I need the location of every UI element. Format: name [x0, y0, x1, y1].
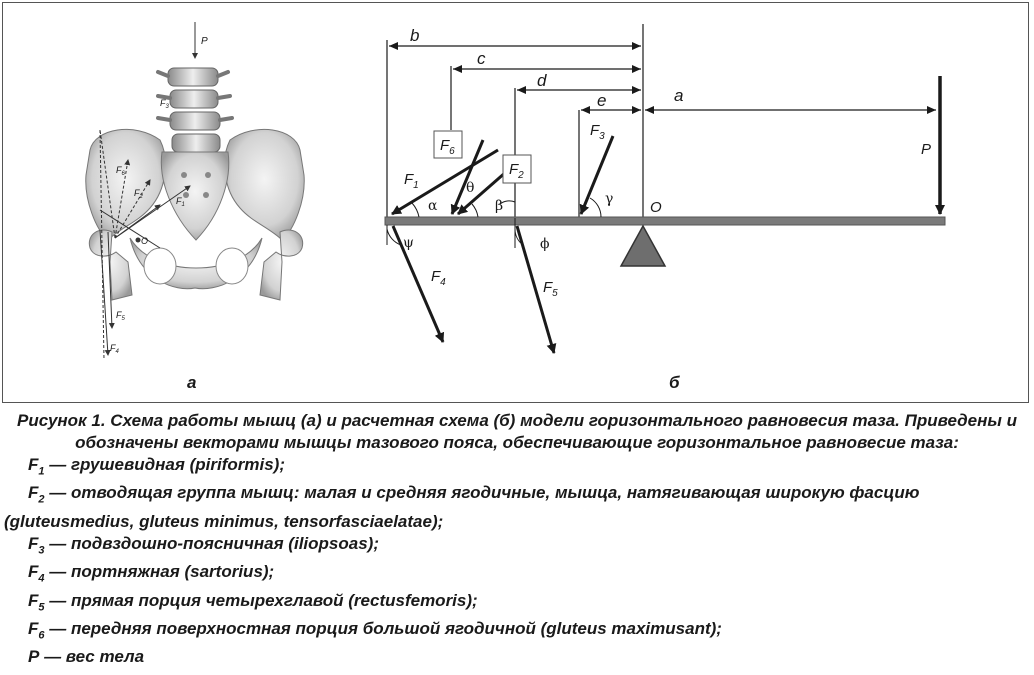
pivot-label-o: O	[650, 199, 662, 216]
right-femur	[259, 229, 304, 301]
angle-psi: ψ	[403, 235, 414, 251]
legend-subscript: 4	[38, 572, 45, 585]
pelvis-label-p: P	[201, 36, 208, 47]
lumbar-spine	[156, 67, 234, 153]
label-f6: F6	[440, 137, 455, 157]
legend-item: F1 — грушевидная (piriformis);	[4, 454, 1030, 482]
legend-symbol: F	[28, 483, 39, 503]
fulcrum-triangle	[619, 224, 667, 267]
legend-subscript: 3	[38, 544, 45, 557]
dim-label-a: a	[674, 86, 683, 105]
panel-label-a: а	[187, 373, 196, 392]
legend-item: F3 — подвздошно-поясничная (iliopsoas);	[4, 533, 1030, 561]
panel-label-b: б	[669, 373, 680, 392]
label-f6-box	[433, 130, 463, 159]
legend-symbol: F	[28, 618, 39, 638]
pelvis-label-f4: F4	[110, 343, 120, 355]
label-f2: F2	[509, 161, 524, 181]
pelvis-illustration: P F3 F6 F2 F1 O F5 F4	[85, 22, 305, 361]
label-f1: F1	[404, 171, 419, 191]
dim-label-b: b	[410, 26, 419, 45]
legend-symbol: F	[28, 533, 39, 553]
angle-phi: ϕ	[540, 236, 550, 252]
legend-text: — передняя поверхностная порция большой …	[44, 618, 722, 638]
pelvis-label-f6: F6	[116, 165, 126, 177]
pelvis-label-f5: F5	[116, 310, 126, 322]
label-f3: F3	[590, 122, 605, 142]
figure-caption: Рисунок 1. Схема работы мышц (а) и расче…	[4, 410, 1030, 675]
vector-f3	[579, 135, 615, 215]
lever-beam	[384, 216, 946, 226]
caption-legend: F1 — грушевидная (piriformis); F2 — отво…	[4, 454, 1030, 675]
angle-theta: θ	[466, 180, 474, 196]
legend-item: F4 — портняжная (sartorius);	[4, 561, 1030, 589]
legend-item: F2 — отводящая группа мышц: малая и сред…	[4, 482, 1030, 532]
legend-subscript: 6	[38, 629, 45, 642]
vector-f6	[450, 139, 485, 215]
dim-label-d: d	[537, 71, 547, 90]
legend-item: F5 — прямая порция четырехглавой (rectus…	[4, 590, 1030, 618]
arc-theta	[471, 203, 479, 218]
legend-text: — отводящая группа мышц: малая и средняя…	[4, 483, 920, 531]
legend-symbol: F	[28, 590, 39, 610]
figure-diagram: P F3 F6 F2 F1 O F5 F4 а b c d e a O	[85, 22, 946, 392]
legend-subscript: 2	[38, 493, 45, 506]
pelvis-label-f1: F1	[176, 196, 185, 208]
legend-text: — грушевидная (piriformis);	[44, 455, 286, 474]
dim-label-e: e	[597, 91, 606, 110]
label-f4: F4	[431, 268, 446, 288]
equilibrium-scheme: b c d e a O P F1 F6 F2 F3 F4 F5	[384, 24, 946, 354]
arc-gamma	[589, 197, 602, 218]
angle-beta: β	[495, 198, 503, 214]
label-f5: F5	[543, 279, 558, 299]
vector-f2	[457, 170, 507, 216]
legend-item: F6 — передняя поверхностная порция больш…	[4, 618, 1030, 646]
arc-alpha	[411, 202, 420, 218]
sacrum	[160, 151, 230, 241]
legend-text: — подвздошно-поясничная (iliopsoas);	[44, 533, 379, 553]
legend-item: P — вес тела	[4, 646, 1030, 674]
legend-text: — портняжная (sartorius);	[44, 562, 275, 582]
left-ilium	[85, 128, 166, 241]
pelvis-label-f3: F3	[160, 98, 170, 110]
angle-alpha: α	[428, 198, 438, 214]
legend-symbol: P	[28, 647, 40, 667]
legend-text: — прямая порция четырехглавой (rectusfem…	[44, 590, 478, 610]
vector-f4	[391, 225, 445, 343]
vector-f5	[515, 225, 557, 354]
label-f2-box	[502, 154, 532, 184]
arc-beta	[499, 200, 516, 205]
caption-title: Рисунок 1. Схема работы мышц (а) и расче…	[17, 411, 1017, 452]
legend-subscript: 1	[38, 465, 45, 478]
legend-text: — вес тела	[39, 647, 145, 667]
right-ilium	[224, 128, 305, 241]
pelvis-label-o: O	[141, 236, 148, 246]
pelvis-label-f2: F2	[134, 188, 144, 200]
legend-subscript: 5	[38, 600, 45, 613]
pelvis-vectors	[99, 22, 198, 361]
label-p: P	[921, 141, 931, 158]
vector-f1	[391, 148, 499, 216]
dim-label-c: c	[477, 49, 486, 68]
left-femur	[88, 229, 133, 301]
angle-gamma: γ	[605, 191, 613, 207]
legend-symbol: F	[28, 455, 39, 474]
legend-symbol: F	[28, 562, 39, 582]
